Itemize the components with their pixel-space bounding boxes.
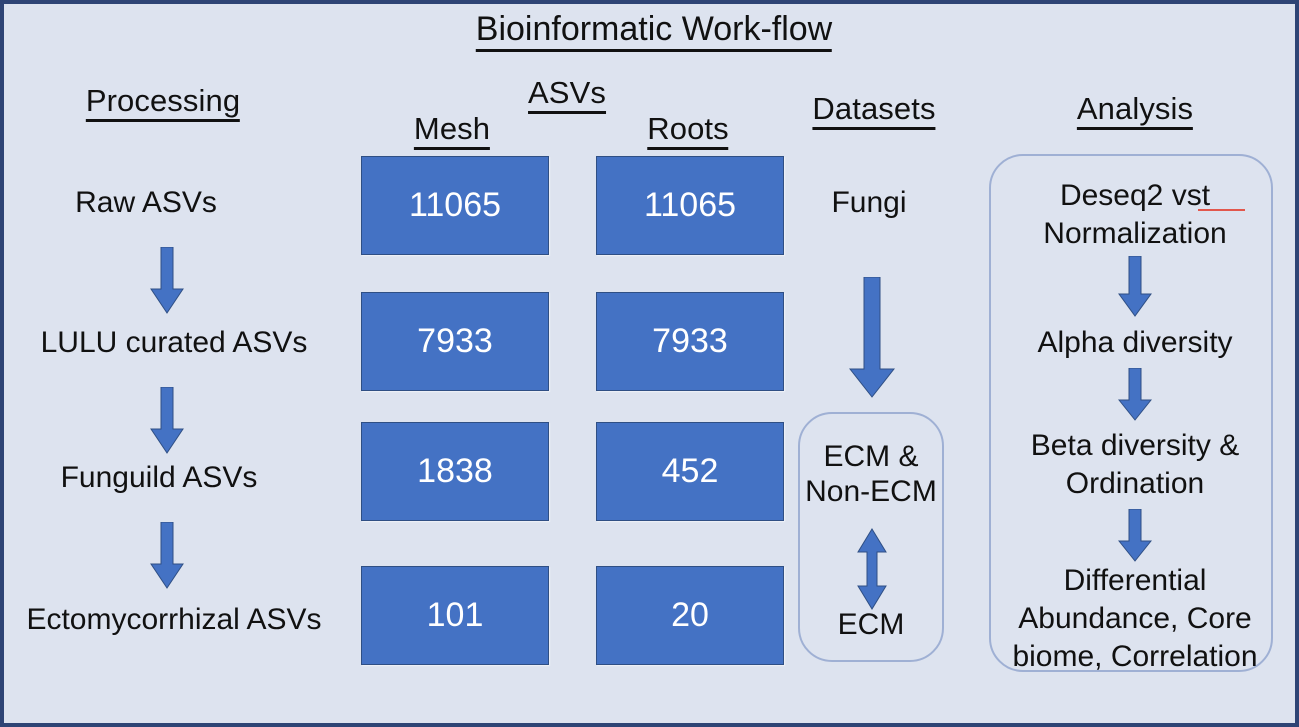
analysis-step-differential-line2: Abundance, Core [1018,602,1252,635]
analysis-step-beta-diversity-line1: Beta diversity & [1030,429,1240,462]
double-headed-vertical-arrow-icon [857,528,887,610]
column-heading-datasets: Datasets [812,91,936,130]
down-arrow-icon [1118,368,1152,422]
down-arrow-icon [1118,256,1152,318]
asv-count-box-mesh-funguild: 1838 [361,422,549,521]
processing-step-funguild-asvs: Funguild ASVs [60,461,258,494]
column-heading-analysis: Analysis [1076,91,1194,130]
column-heading-asvs: ASVs [528,75,606,114]
asv-count-box-roots-funguild: 452 [596,422,784,521]
dataset-label-fungi: Fungi [831,186,907,219]
analysis-panel [989,154,1273,672]
analysis-step-deseq2-normalization-line1: Deseq2 vst [1059,179,1211,212]
processing-step-raw-asvs: Raw ASVs [75,186,217,219]
down-arrow-icon [150,247,184,315]
spellcheck-underline-icon [1198,209,1245,211]
asv-count-box-roots-lulu: 7933 [596,292,784,391]
analysis-step-differential-line1: Differential [1063,564,1207,597]
down-arrow-icon [1118,509,1152,563]
down-arrow-icon [150,387,184,455]
asv-count-box-roots-ectomycorrhizal: 20 [596,566,784,665]
analysis-step-deseq2-normalization-line2: Normalization [1043,217,1227,250]
dataset-group-panel [798,412,944,662]
asv-count-box-roots-raw: 11065 [596,156,784,255]
processing-step-lulu-curated-asvs: LULU curated ASVs [40,326,308,359]
subcolumn-heading-mesh: Mesh [413,111,491,150]
asv-count-box-mesh-lulu: 7933 [361,292,549,391]
dataset-group-label-ecm: ECM [837,608,905,641]
page-title: Bioinformatic Work-flow [475,10,833,52]
column-heading-processing: Processing [85,83,241,122]
dataset-group-label-ecm-nonecm: ECM & Non-ECM [805,440,937,508]
down-arrow-icon [150,522,184,590]
analysis-step-alpha-diversity: Alpha diversity [1037,326,1233,359]
analysis-step-beta-diversity-line2: Ordination [1065,467,1205,500]
processing-step-ectomycorrhizal-asvs: Ectomycorrhizal ASVs [26,603,322,636]
analysis-step-differential-line3: biome, Correlation [1012,640,1258,673]
asv-count-box-mesh-raw: 11065 [361,156,549,255]
subcolumn-heading-roots: Roots [647,111,729,150]
asv-count-box-mesh-ectomycorrhizal: 101 [361,566,549,665]
down-arrow-icon [849,277,895,399]
page-title-text: Bioinformatic Work-flow [475,10,833,52]
